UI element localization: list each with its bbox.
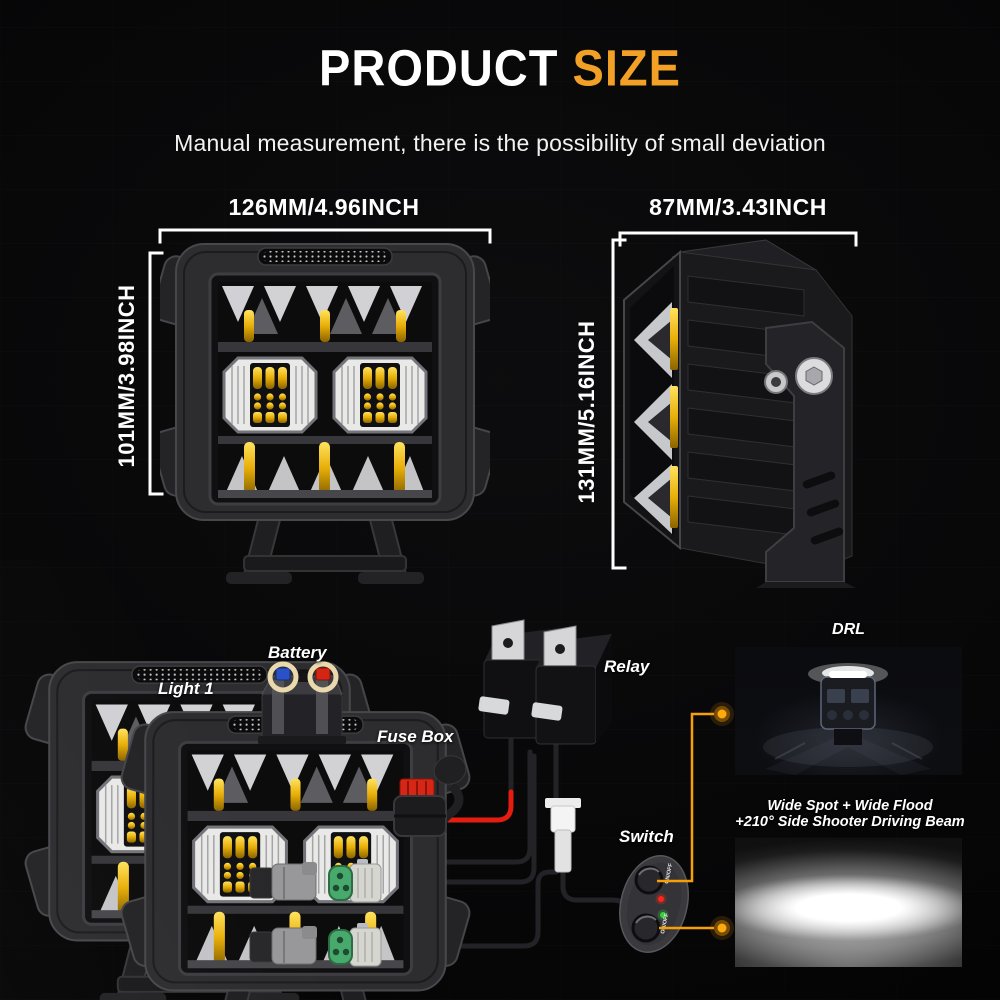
label-relay: Relay xyxy=(604,657,650,676)
relay-icon xyxy=(478,619,612,745)
bracket-slots xyxy=(802,471,844,545)
label-switch: Switch xyxy=(619,827,674,846)
drl-photo xyxy=(735,647,962,775)
inline-connector-icon xyxy=(545,798,581,873)
dimension-lines xyxy=(148,228,858,570)
subtitle: Manual measurement, there is the possibi… xyxy=(174,130,826,156)
front-height-bracket xyxy=(148,251,164,496)
led-pod-side-view xyxy=(623,239,856,588)
page-title: PRODUCT SIZE xyxy=(0,42,1000,93)
title-word-product: PRODUCT xyxy=(319,38,559,97)
led-red-icon xyxy=(658,896,664,902)
wire-connector-upper xyxy=(377,753,537,885)
beam-caption-line1: Wide Spot + Wide Flood xyxy=(767,798,933,814)
wire-connector-lower xyxy=(377,869,559,949)
battery-negative-terminal xyxy=(275,667,291,681)
beam-caption: Wide Spot + Wide Flood +210° Side Shoote… xyxy=(714,798,986,830)
beam-pattern-photo xyxy=(735,838,962,967)
callout-dot-beam xyxy=(710,916,734,940)
drl-photo-art xyxy=(763,663,933,775)
side-height-bracket xyxy=(611,238,627,570)
title-word-size: SIZE xyxy=(572,38,681,97)
beam-caption-line2: +210° Side Shooter Driving Beam xyxy=(735,814,965,830)
switch-bottom-text: ON/OFF xyxy=(660,912,670,934)
label-battery: Battery xyxy=(268,643,327,662)
battery-icon xyxy=(258,661,346,744)
led-green-icon xyxy=(660,912,666,918)
battery-positive-terminal xyxy=(315,667,331,681)
dimension-side-width: 87MM/3.43INCH xyxy=(649,194,827,220)
dimension-front-width: 126MM/4.96INCH xyxy=(228,194,420,220)
front-width-bracket xyxy=(158,228,492,244)
callout-dot-drl xyxy=(710,702,734,726)
wire-to-switch xyxy=(560,867,633,909)
fuse-holder-icon xyxy=(393,755,467,837)
switch-top-text: ON/OFF xyxy=(664,862,674,884)
switch-remote-icon: ON/OFF ON/OFF xyxy=(619,855,689,953)
callout-lines xyxy=(657,702,734,940)
label-drl: DRL xyxy=(832,621,865,638)
side-reflectors xyxy=(634,302,678,534)
label-fuse-box: Fuse Box xyxy=(377,727,454,746)
label-light1: Light 1 xyxy=(158,679,214,698)
